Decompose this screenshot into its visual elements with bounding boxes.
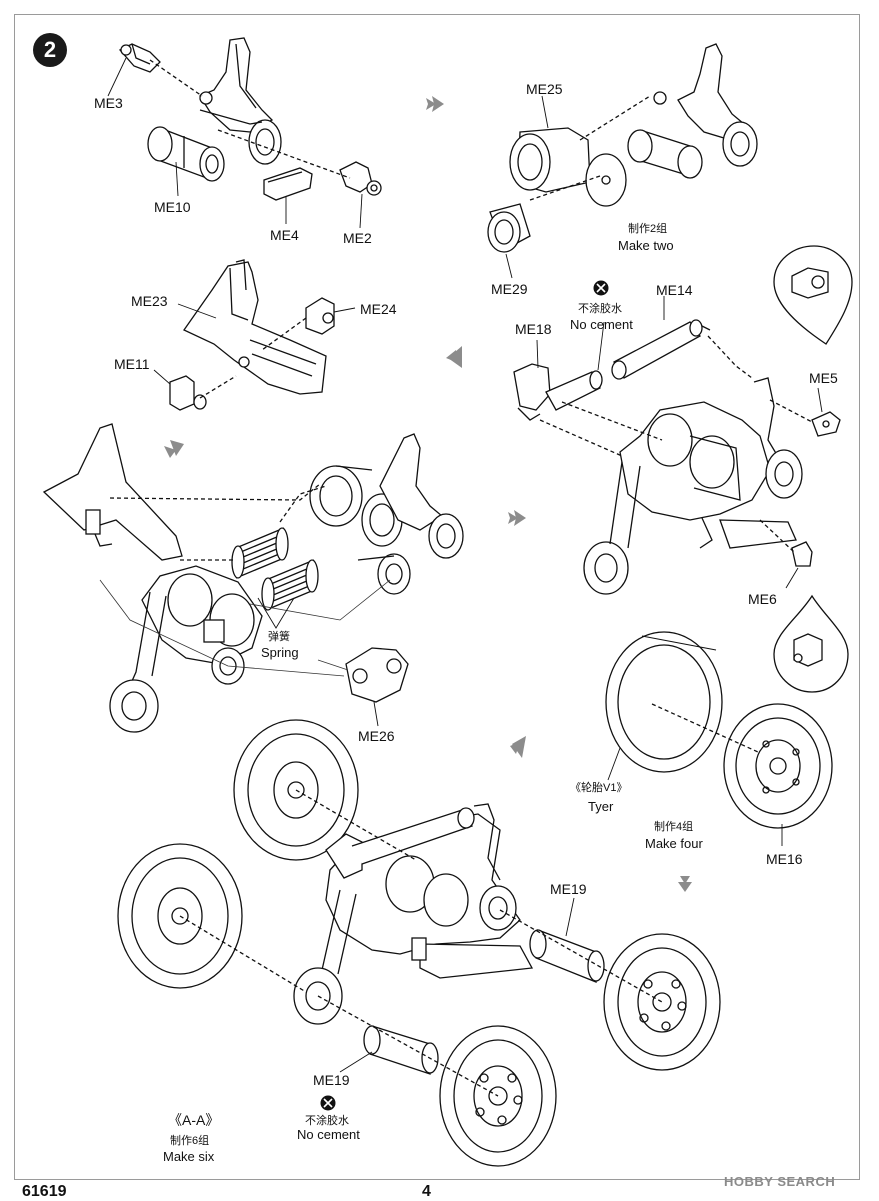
part-label-me18: ME18 [515,321,552,337]
part-label-me11: ME11 [114,356,150,372]
spring-note-cn: 弹簧 [268,631,290,643]
flow-arrow [432,96,444,112]
part-label-me6: ME6 [748,591,777,607]
flow-arrow [680,876,690,884]
flow-arrow [508,512,518,524]
part-label-me23: ME23 [131,293,168,309]
part-label-me3: ME3 [94,95,123,111]
wheel-right [603,933,721,1071]
step-number-badge: 2 [33,33,67,67]
tyre-note-cn: 《轮胎V1》 [570,782,628,794]
flow-arrows [164,96,692,892]
make-six-note-en: Make six [163,1149,215,1164]
make-four-note-en: Make four [645,836,703,851]
subassembly-arm-right [487,43,758,279]
part-label-me16: ME16 [766,851,803,867]
part-label-me29: ME29 [491,281,528,297]
callout-bubble-me6 [773,594,849,693]
spring-coil-1 [231,527,289,579]
watermark: HOBBY SEARCH [724,1174,836,1189]
subassembly-spring [42,423,464,733]
flow-arrow [164,446,176,458]
make-two-note-en: Make two [618,238,674,253]
page-number: 4 [422,1183,431,1200]
no-cement-lower-en: No cement [297,1127,360,1142]
no-cement-upper-en: No cement [570,317,633,332]
no-cement-upper-cn: 不涂胶水 [578,303,622,315]
part-label-me5: ME5 [809,370,838,386]
tyre-assembly [605,631,833,846]
part-label-me19-lower: ME19 [313,1072,350,1088]
part-label-me4: ME4 [270,227,299,243]
no-cement-icon [320,1095,336,1111]
part-label-me24: ME24 [360,301,397,317]
subassembly-frame-left [153,259,356,411]
tyre-note-en: Tyer [588,799,614,814]
no-cement-lower-cn: 不涂胶水 [305,1115,349,1127]
callout-bubble-me5 [773,245,853,345]
subassembly-bogie-right [513,296,841,595]
part-label-me26: ME26 [358,728,395,744]
flow-arrow [448,346,462,368]
part-label-me10: ME10 [154,199,191,215]
part-label-me25: ME25 [526,81,563,97]
flow-arrow [512,736,526,758]
spring-coil-2 [261,559,319,611]
section-aa-label: 《A-A》 [168,1112,220,1128]
flow-arrow [678,882,692,892]
flow-arrow [514,510,526,526]
make-four-note-cn: 制作4组 [654,821,694,833]
kit-number: 61619 [22,1183,67,1200]
spring-note-en: Spring [261,645,299,660]
subassembly-arm-left [107,37,382,229]
flow-arrow [426,98,436,110]
make-six-note-cn: 制作6组 [170,1135,210,1147]
page-border [14,14,860,1180]
no-cement-icon [593,280,609,296]
make-two-note-cn: 制作2组 [628,223,668,235]
part-label-me19-upper: ME19 [550,881,587,897]
part-label-me2: ME2 [343,230,372,246]
flow-arrow [170,440,184,456]
final-assembly [117,719,721,1167]
part-label-me14: ME14 [656,282,693,298]
